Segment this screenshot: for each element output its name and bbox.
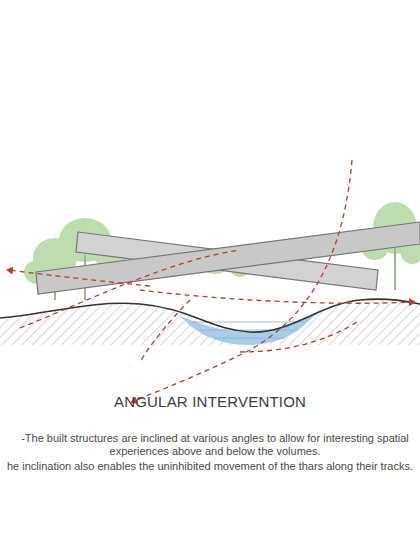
ground-hatch — [0, 299, 420, 345]
ground-line — [0, 299, 420, 332]
description-note: he inclination also enables the uninhibi… — [4, 460, 416, 473]
diagram-title: ANGULAR INTERVENTION — [0, 393, 420, 410]
description-note: -The built structures are inclined at va… — [20, 432, 410, 458]
inclined-volume — [36, 222, 420, 294]
movement-arrows — [8, 160, 414, 402]
water-pond — [180, 312, 318, 345]
